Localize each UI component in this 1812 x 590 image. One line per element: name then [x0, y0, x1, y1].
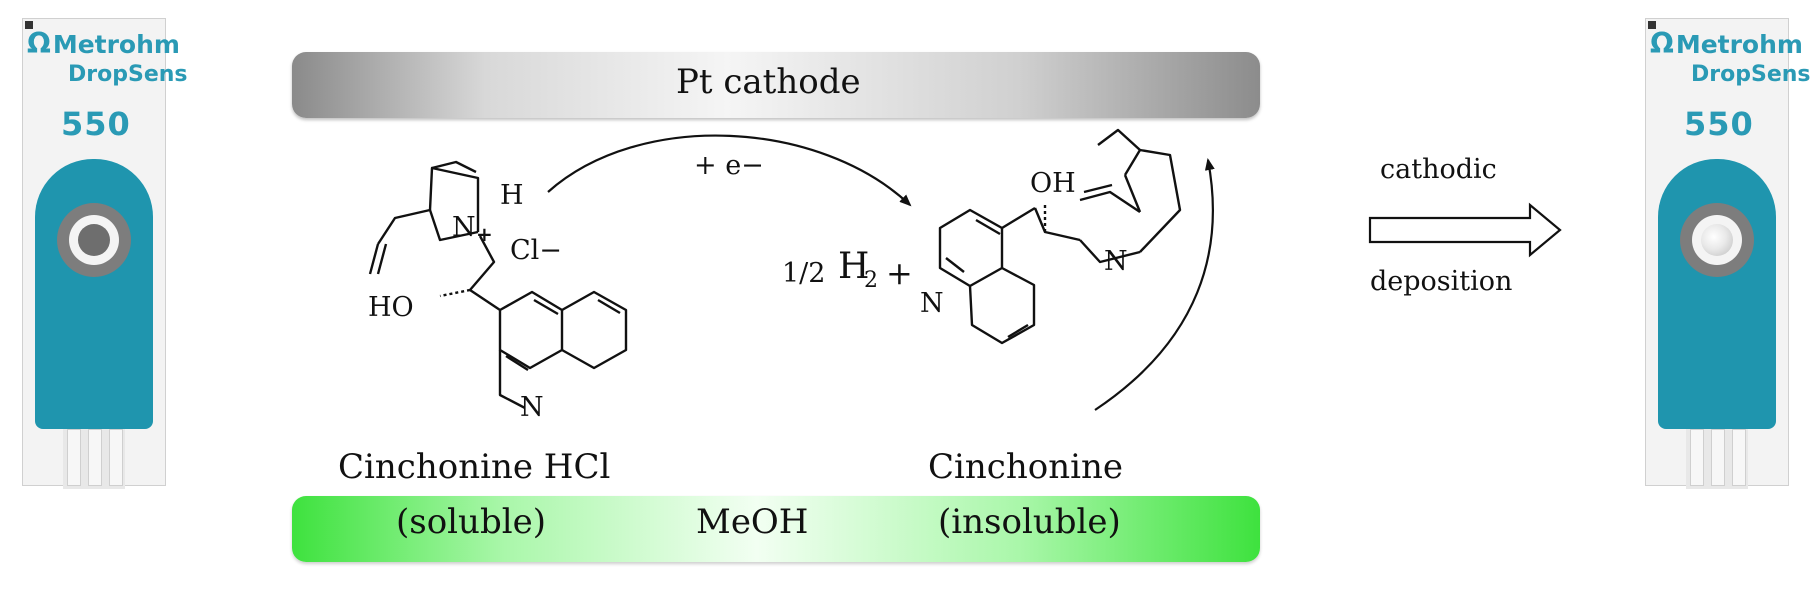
- omega-icon: Ω: [1650, 27, 1674, 60]
- product-name: Cinchonine: [928, 447, 1123, 487]
- reactant-ring-n: N: [520, 392, 544, 423]
- brand-logo: ΩMetrohm: [1650, 30, 1803, 59]
- working-electrode: [78, 224, 110, 256]
- brand-line2: DropSens: [1691, 62, 1811, 87]
- product-solubility: (insoluble): [938, 502, 1121, 542]
- reactant-h-atom: H: [500, 180, 524, 211]
- process-label-line1: cathodic: [1380, 154, 1497, 185]
- model-number: 550: [61, 105, 131, 143]
- brand-line1: Metrohm: [1675, 30, 1803, 59]
- model-number: 550: [1684, 105, 1754, 143]
- contact-pin: [1711, 429, 1725, 486]
- counterion-label: Cl−: [510, 235, 562, 266]
- contact-pin: [67, 429, 81, 486]
- solvent-label: MeOH: [696, 502, 809, 542]
- reactant-charge: +: [476, 222, 493, 246]
- meoh-solution-bar: [292, 496, 1260, 562]
- contact-pin: [1690, 429, 1704, 486]
- product-n-atom: N: [1104, 246, 1128, 277]
- contact-pin: [109, 429, 123, 486]
- deposited-film: [1701, 224, 1733, 256]
- reactant-solubility: (soluble): [396, 502, 546, 542]
- electron-label: + e−: [694, 150, 764, 181]
- pt-cathode-bar: [292, 52, 1260, 118]
- brand-line2: DropSens: [68, 62, 188, 87]
- corner-mark: [1648, 21, 1656, 29]
- hydrogen-coefficient: 1/2: [782, 258, 826, 289]
- cinchonine-structure: [938, 128, 1182, 345]
- contact-pin: [1732, 429, 1746, 486]
- hydrogen-plus: +: [886, 254, 913, 292]
- hydrogen-subscript: 2: [864, 268, 878, 293]
- brand-logo: ΩMetrohm: [27, 30, 180, 59]
- deposition-arrow: [1094, 158, 1215, 411]
- contact-pin: [88, 429, 102, 486]
- process-arrow: [1368, 202, 1562, 258]
- modified-electrode: ΩMetrohm DropSens 550: [1645, 18, 1811, 489]
- reactant-ho-group: HO: [368, 292, 414, 323]
- omega-icon: Ω: [27, 27, 51, 60]
- electron-transfer-arrow: [547, 134, 912, 207]
- hydrogen-symbol: H: [838, 246, 870, 287]
- reactant-n-atom: N: [452, 212, 476, 243]
- product-oh-group: OH: [1030, 168, 1076, 199]
- product-ring-n: N: [920, 288, 944, 319]
- brand-line1: Metrohm: [52, 30, 180, 59]
- unmodified-electrode: ΩMetrohm DropSens 550: [22, 18, 188, 489]
- cinchonine-hcl-structure: [368, 160, 628, 410]
- cathode-label: Pt cathode: [676, 62, 861, 102]
- process-label-line2: deposition: [1370, 266, 1513, 297]
- corner-mark: [25, 21, 33, 29]
- reactant-name: Cinchonine HCl: [338, 447, 611, 487]
